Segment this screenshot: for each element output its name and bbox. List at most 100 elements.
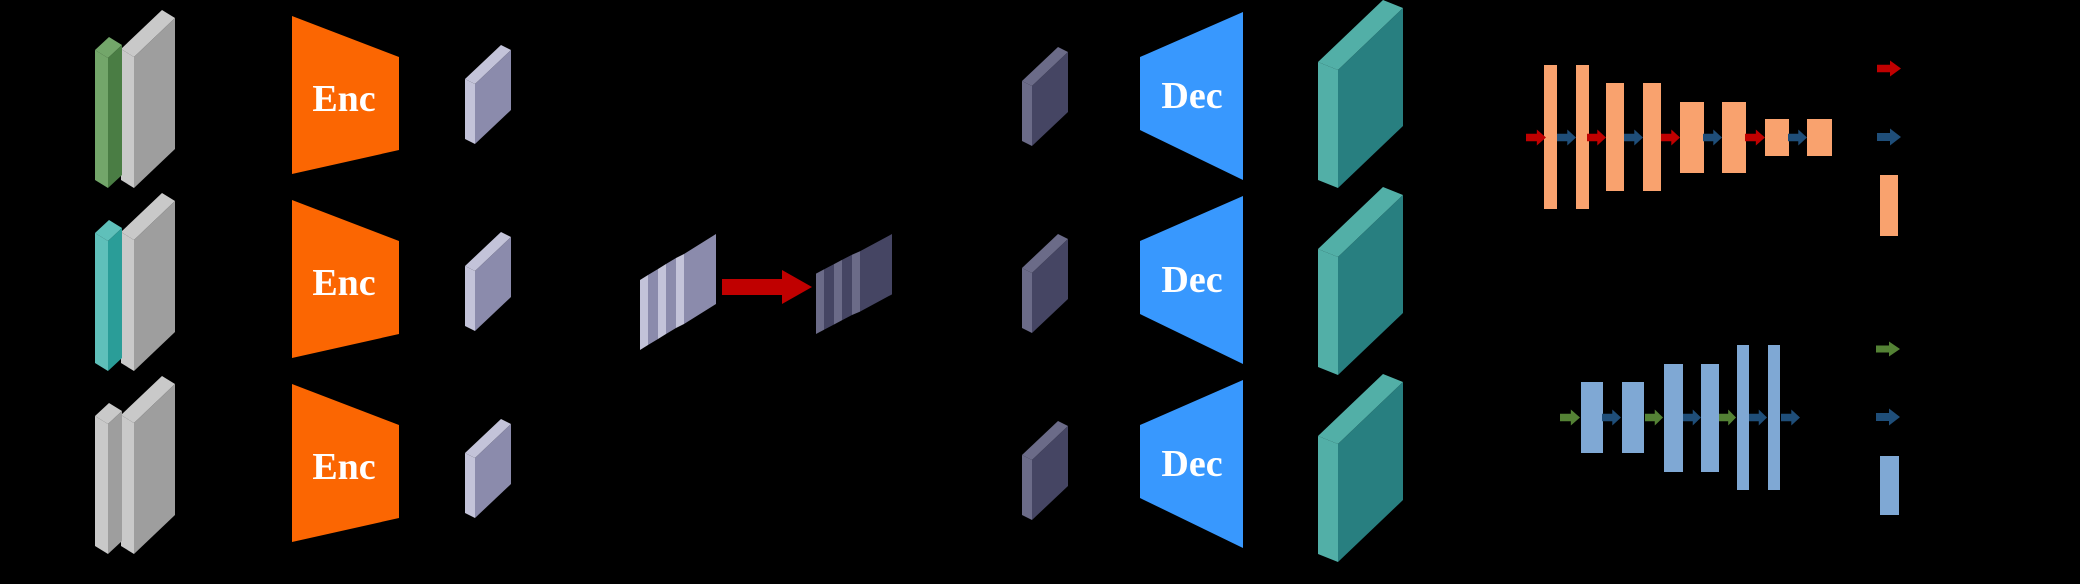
stack-side-1	[816, 269, 824, 334]
gray-slab-top-face	[121, 193, 175, 240]
latent-top-face	[465, 419, 511, 458]
decoder-trapezoid	[1140, 12, 1243, 180]
teal-slab-side-face	[95, 233, 108, 371]
latent-top-face	[1022, 47, 1068, 86]
latent-front-face	[475, 237, 511, 331]
input-pair-2	[95, 193, 175, 371]
input-pair-3	[95, 376, 175, 554]
output-top-face	[1318, 374, 1403, 444]
red-arrow-icon	[1661, 129, 1680, 146]
legend-navy-arrow-icon	[1877, 128, 1901, 146]
dec-profile-bar-5	[1737, 345, 1749, 490]
encoder-trapezoid	[292, 384, 399, 542]
dark-latent-slab-1	[1022, 47, 1068, 146]
decoder-label: Dec	[1161, 75, 1223, 117]
navy-arrow-icon	[1602, 409, 1621, 426]
enc-profile-bar-7	[1765, 119, 1789, 156]
encoder-3	[292, 384, 399, 542]
encoder-trapezoid	[292, 200, 399, 358]
gray-slab-top-face	[121, 376, 175, 423]
encoder-trapezoid	[292, 16, 399, 174]
decoder-trapezoid	[1140, 196, 1243, 364]
decoder-1	[1140, 12, 1243, 180]
latent-front-face	[475, 50, 511, 144]
latent-top-face	[465, 45, 511, 84]
navy-arrow-icon	[1749, 409, 1767, 426]
enc-profile-bar-4	[1643, 83, 1661, 191]
output-slab-3	[1318, 374, 1403, 562]
gray-slab2-side-face	[95, 416, 108, 554]
latent-front-face	[475, 424, 511, 518]
green-arrow-icon	[1645, 409, 1663, 426]
navy-arrow-icon	[1781, 409, 1800, 426]
enc-profile-bar-8	[1807, 119, 1832, 156]
red-arrow-icon	[1526, 129, 1546, 146]
enc-profile-bar-2	[1576, 65, 1589, 209]
decoder-3	[1140, 380, 1243, 548]
transform-arrow	[722, 270, 812, 304]
legend-orange-bar	[1880, 175, 1898, 236]
latent-top-face	[465, 232, 511, 271]
gray-slab-side-face	[121, 232, 134, 371]
latent-side-face	[465, 266, 475, 331]
red-arrow-icon	[1587, 129, 1606, 146]
gray-slab-front-face	[134, 18, 175, 188]
legend-blue-bar	[1880, 456, 1899, 515]
latent-side-face	[1022, 455, 1032, 520]
latent-stack-light	[640, 234, 716, 350]
latent-slab-1	[465, 45, 511, 144]
output-front-face	[1338, 195, 1403, 375]
encoder-1	[292, 16, 399, 174]
dec-profile-bar-4	[1701, 364, 1719, 472]
output-side-face	[1318, 249, 1338, 375]
latent-stack-dark	[816, 234, 892, 334]
navy-arrow-icon	[1703, 129, 1722, 146]
stack-side-2	[834, 259, 842, 325]
stack-front-2	[842, 254, 852, 321]
decoder-trapezoid	[1140, 380, 1243, 548]
teal-slab-front-face	[108, 228, 122, 371]
output-front-face	[1338, 382, 1403, 562]
gray-slab-side-face	[121, 49, 134, 188]
stack-front-3	[684, 234, 716, 324]
navy-arrow-icon	[1788, 129, 1807, 146]
latent-side-face	[465, 453, 475, 518]
gray-slab2-top-face	[95, 403, 122, 424]
stack-side-3	[852, 251, 860, 316]
legend-navy-arrow-icon	[1876, 408, 1900, 426]
navy-arrow-icon	[1557, 129, 1576, 146]
latent-side-face	[1022, 268, 1032, 333]
enc-profile-bar-6	[1722, 102, 1746, 173]
encoder-2	[292, 200, 399, 358]
gray-slab2-front-face	[108, 411, 122, 554]
output-side-face	[1318, 436, 1338, 562]
gray-slab-top-face	[121, 10, 175, 57]
output-top-face	[1318, 0, 1403, 70]
gray-slab-side-face	[121, 415, 134, 554]
gray-slab-front-face	[134, 384, 175, 554]
stack-front-1	[648, 269, 658, 345]
stack-front-2	[666, 258, 676, 334]
enc-profile-bar-1	[1544, 65, 1557, 209]
dec-profile-bar-2	[1622, 382, 1644, 453]
latent-top-face	[1022, 421, 1068, 460]
stack-side-3	[676, 254, 684, 328]
decoder-label: Dec	[1161, 259, 1223, 301]
latent-side-face	[1022, 81, 1032, 146]
right-arrow-icon	[722, 270, 812, 304]
latent-side-face	[465, 79, 475, 144]
output-slab-1	[1318, 0, 1403, 188]
dark-latent-slab-3	[1022, 421, 1068, 520]
stack-front-1	[824, 264, 834, 330]
red-arrow-icon	[1745, 129, 1765, 146]
dec-profile-bar-3	[1664, 364, 1683, 472]
encoder-label: Enc	[312, 78, 376, 120]
green-arrow-icon	[1719, 409, 1736, 426]
green-slab-side-face	[95, 50, 108, 188]
latent-front-face	[1032, 52, 1068, 146]
output-slab-2	[1318, 187, 1403, 375]
encoder-label: Enc	[312, 262, 376, 304]
output-front-face	[1338, 8, 1403, 188]
enc-profile-bar-5	[1680, 102, 1704, 173]
